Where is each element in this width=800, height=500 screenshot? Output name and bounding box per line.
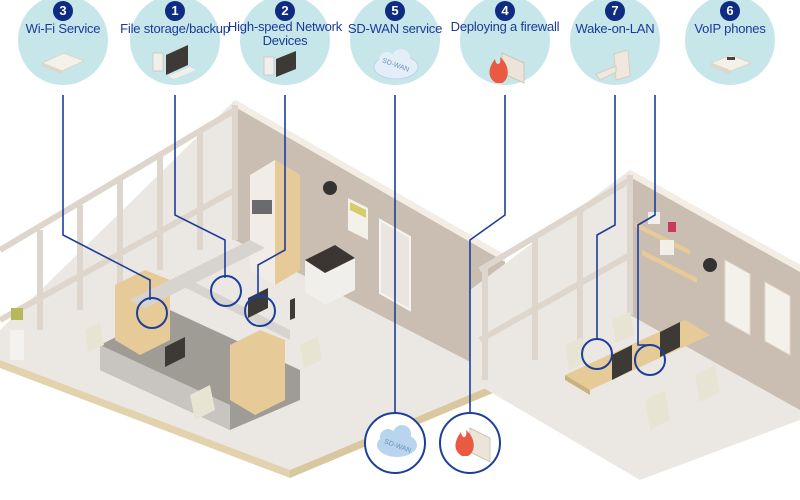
cloud-icon: SD-WAN — [373, 49, 419, 80]
window-wall — [478, 175, 633, 380]
desktop-computer-icon — [152, 45, 196, 79]
service-number: 2 — [275, 1, 295, 21]
connector-wifi — [62, 95, 151, 300]
highlight-voip — [634, 344, 666, 376]
binders — [252, 200, 272, 214]
service-callout-voip: 6 VoIP phones — [685, 0, 775, 85]
service-label: High-speed Network Devices — [227, 19, 343, 48]
firewall-icon — [489, 52, 525, 84]
service-callout-wifi: 3 Wi-Fi Service — [18, 0, 108, 85]
service-number: 7 — [605, 1, 625, 21]
back-wall — [235, 100, 505, 380]
service-label: File storage/backup — [120, 21, 230, 36]
service-label: Wi-Fi Service — [25, 21, 101, 36]
service-callout-firewall: 4 Deploying a firewall — [451, 0, 560, 85]
service-label: VoIP phones — [694, 21, 766, 36]
wifi-router-icon — [40, 52, 86, 74]
device-highlights — [136, 275, 666, 376]
plant-icon — [11, 308, 23, 320]
right-office-room — [470, 170, 800, 480]
connector-lines — [62, 95, 656, 415]
service-label: Wake-on-LAN — [575, 21, 655, 36]
service-callout-network-devices: 2 High-speed Network Devices — [228, 0, 342, 85]
highlight-wake-on-lan — [581, 338, 613, 370]
highlight-network-devices — [244, 295, 276, 327]
wall-clock-icon — [323, 181, 337, 195]
service-callout-sdwan: 5 SD-WAN service SD-WAN — [348, 0, 442, 85]
service-number: 4 — [495, 1, 515, 21]
window-wall — [0, 105, 238, 330]
service-label: SD-WAN service — [347, 21, 443, 36]
bottom-callout-sdwan: SD-WAN — [364, 412, 426, 474]
bottom-callout-firewall — [439, 412, 501, 474]
service-callout-file-storage: 1 File storage/backup — [120, 0, 230, 85]
highlight-file-storage — [210, 275, 242, 307]
highlight-wifi — [136, 297, 168, 329]
phone-icon — [709, 54, 753, 75]
flame-icon — [455, 430, 474, 456]
connector-network-devices — [257, 95, 286, 298]
server-icon — [595, 50, 631, 81]
network-computer-icon — [263, 51, 296, 77]
connector-voip — [637, 95, 656, 346]
service-number: 6 — [720, 1, 740, 21]
connector-firewall — [469, 95, 506, 415]
connector-wake-on-lan — [596, 95, 616, 340]
service-callout-wake-on-lan: 7 Wake-on-LAN — [570, 0, 660, 85]
service-number: 1 — [165, 1, 185, 21]
left-office-room — [0, 100, 505, 478]
service-number: 3 — [53, 1, 73, 21]
service-number: 5 — [385, 1, 405, 21]
connector-file-storage — [174, 95, 226, 278]
service-label: Deploying a firewall — [450, 19, 560, 34]
wall-clock-icon — [703, 258, 717, 272]
